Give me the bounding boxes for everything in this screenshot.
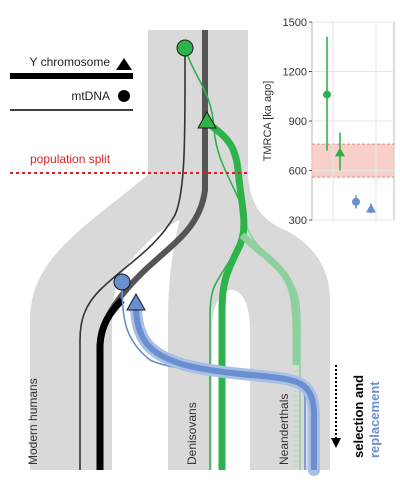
- selection-arrow-head: [331, 438, 341, 448]
- tmrca-point-circle: [352, 197, 360, 206]
- tmrca-y-axis-label: TMRCA [ka ago]: [262, 81, 274, 162]
- population-band-ancestral: [30, 30, 248, 470]
- tmrca-shaded-band: [312, 144, 394, 178]
- tmrca-point-circle: [323, 90, 331, 99]
- label-neanderthals: Neanderthals: [277, 394, 291, 465]
- legend-mtdna-label: mtDNA: [71, 89, 110, 103]
- population-band-archaic: [168, 175, 330, 470]
- tmrca-tick-label: 1200: [283, 67, 307, 79]
- tmrca-point-triangle: [366, 203, 376, 213]
- y-chromosome-replacement-root-triangle: [126, 292, 146, 311]
- legend-y-chromosome-label: Y chromosome: [30, 55, 111, 69]
- tmrca-chart: 300 600 900 1200 1500 TMRCA [ka ago]: [262, 17, 395, 227]
- tmrca-points: [323, 36, 376, 214]
- mtdna-replacement-root-circle: [113, 273, 131, 291]
- tmrca-tick-label: 300: [289, 215, 307, 227]
- selection-label-line2: replacement: [367, 381, 382, 458]
- tmrca-gridlines: [312, 21, 394, 221]
- tmrca-tick-label: 600: [289, 166, 307, 178]
- tmrca-tick-label: 900: [289, 116, 307, 128]
- y-chromosome-neanderthal-branch: [239, 232, 300, 365]
- tmrca-point-triangle: [335, 147, 345, 157]
- y-chromosome-modern-black-segment: [96, 297, 125, 470]
- label-modern-humans: Modern humans: [26, 378, 40, 465]
- y-chromosome-replacement-line: [133, 304, 317, 470]
- legend-circle-icon: [118, 90, 130, 102]
- y-chromosome-archaic-root-triangle: [197, 110, 217, 129]
- population-split-label: population split: [30, 152, 111, 166]
- selection-label-line1: selection and: [351, 375, 366, 458]
- y-chromosome-archaic-line: [204, 119, 248, 470]
- label-denisovans: Denisovans: [185, 402, 199, 465]
- legend-triangle-icon: [116, 58, 132, 70]
- mtdna-modern-line: [79, 47, 186, 470]
- tmrca-tick-labels: 300 600 900 1200 1500: [283, 17, 312, 227]
- mtdna-archaic-root-circle: [176, 39, 194, 57]
- tmrca-tick-label: 1500: [283, 17, 307, 29]
